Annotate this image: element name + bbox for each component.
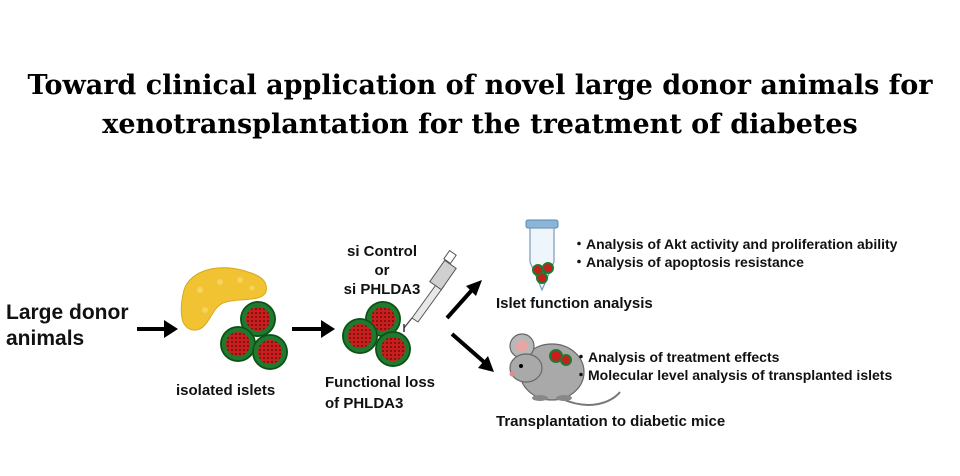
pipette-icon — [403, 249, 457, 332]
arrow-to-transplantation — [450, 332, 494, 372]
arrow-to-function-analysis — [445, 280, 482, 320]
isolated-islets-icon — [219, 300, 289, 371]
transplant-bullet-2: ・Molecular level analysis of transplante… — [574, 367, 893, 383]
treated-islets-icon — [341, 300, 412, 368]
donor-label: Large donor animals — [6, 300, 129, 352]
title-line-1: Toward clinical application of novel lar… — [27, 70, 933, 101]
functional-loss-line-1: Functional loss — [325, 374, 436, 391]
donor-line-1: Large donor — [6, 301, 129, 324]
transplant-bullet-1: ・Analysis of treatment effects — [574, 349, 780, 365]
donor-line-2: animals — [6, 327, 85, 350]
test-tube-icon — [525, 219, 559, 292]
pancreas-icon — [180, 267, 267, 331]
mouse-icon — [509, 333, 621, 406]
sirna-label: si Control or si PHLDA3 — [336, 242, 428, 299]
sirna-line-2: or — [374, 262, 390, 279]
arrow-to-treated-islets — [292, 320, 335, 338]
isolated-islets-label: isolated islets — [176, 382, 276, 399]
function-bullet-1: ・Analysis of Akt activity and proliferat… — [572, 236, 898, 252]
arrow-to-islets — [137, 320, 178, 338]
function-analysis-label: Islet function analysis — [496, 295, 653, 312]
title-line-2: xenotransplantation for the treatment of… — [102, 109, 858, 140]
sirna-line-1: si Control — [347, 243, 417, 260]
transplantation-bullets: ・Analysis of treatment effects ・Molecula… — [574, 348, 892, 384]
diagram-title: Toward clinical application of novel lar… — [0, 66, 960, 144]
functional-loss-line-2: of PHLDA3 — [325, 395, 404, 412]
function-bullet-2: ・Analysis of apoptosis resistance — [572, 254, 804, 270]
functional-loss-label: Functional loss of PHLDA3 — [325, 372, 435, 414]
transplantation-label: Transplantation to diabetic mice — [496, 413, 726, 430]
sirna-line-3: si PHLDA3 — [343, 281, 421, 298]
function-analysis-bullets: ・Analysis of Akt activity and proliferat… — [572, 235, 897, 271]
